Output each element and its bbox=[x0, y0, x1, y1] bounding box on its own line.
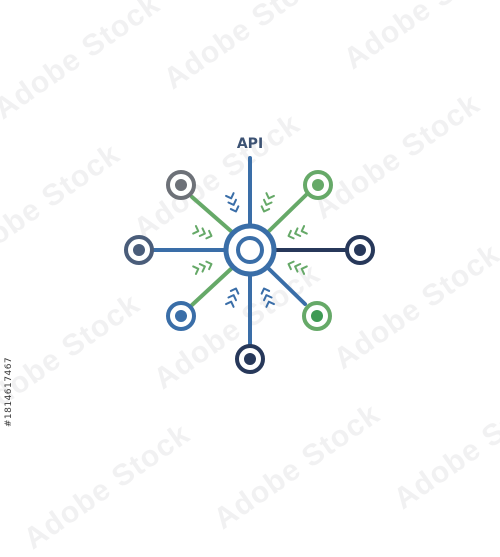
chevrons-lower-left bbox=[225, 287, 240, 308]
node-bottom bbox=[235, 344, 265, 374]
chevrons-right-lower bbox=[287, 260, 308, 275]
chevron-arrow-icon bbox=[227, 198, 237, 206]
chevrons-upper-left bbox=[225, 192, 240, 213]
hub-inner-ring bbox=[236, 236, 264, 264]
chevron-arrow-icon bbox=[287, 229, 295, 240]
node-top-right bbox=[303, 170, 333, 200]
chevron-arrow-icon bbox=[227, 294, 237, 302]
chevron-arrow-icon bbox=[205, 260, 213, 271]
chevron-arrow-icon bbox=[294, 227, 302, 237]
chevrons-left-upper bbox=[192, 225, 213, 240]
node-right bbox=[345, 235, 375, 265]
chevron-arrow-icon bbox=[287, 260, 295, 271]
spoke-top-right bbox=[266, 193, 308, 234]
chevrons-lower-right bbox=[260, 287, 275, 308]
node-top-left bbox=[166, 170, 196, 200]
chevron-arrow-icon bbox=[263, 294, 273, 302]
chevron-arrow-icon bbox=[225, 192, 235, 200]
spoke-bottom-right bbox=[266, 266, 307, 306]
chevron-arrow-icon bbox=[229, 205, 240, 213]
chevron-arrow-icon bbox=[260, 205, 271, 213]
chevrons-right-upper bbox=[287, 225, 308, 240]
chevron-arrow-icon bbox=[265, 192, 275, 200]
node-left bbox=[124, 235, 154, 265]
chevron-arrow-icon bbox=[198, 263, 206, 273]
chevron-arrow-icon bbox=[229, 287, 240, 295]
chevrons-upper-right bbox=[260, 192, 275, 213]
api-label: API bbox=[237, 136, 263, 152]
spoke-top-left bbox=[190, 195, 234, 234]
chevron-arrow-icon bbox=[260, 287, 271, 295]
api-network-hub-icon: API bbox=[124, 136, 375, 374]
spoke-bottom-left bbox=[190, 266, 234, 307]
node-bottom-left bbox=[166, 301, 196, 331]
chevron-arrow-icon bbox=[300, 225, 308, 235]
node-bottom-right bbox=[302, 301, 332, 331]
chevron-arrow-icon bbox=[225, 300, 235, 308]
chevron-arrow-icon bbox=[265, 300, 275, 308]
chevron-arrow-icon bbox=[198, 227, 206, 237]
chevron-arrow-icon bbox=[192, 265, 200, 275]
chevron-arrow-icon bbox=[205, 229, 213, 240]
chevron-arrow-icon bbox=[294, 263, 302, 273]
chevron-arrow-icon bbox=[300, 265, 308, 275]
chevrons-left-lower bbox=[192, 260, 213, 275]
chevron-arrow-icon bbox=[263, 198, 273, 206]
chevron-arrow-icon bbox=[192, 225, 200, 235]
